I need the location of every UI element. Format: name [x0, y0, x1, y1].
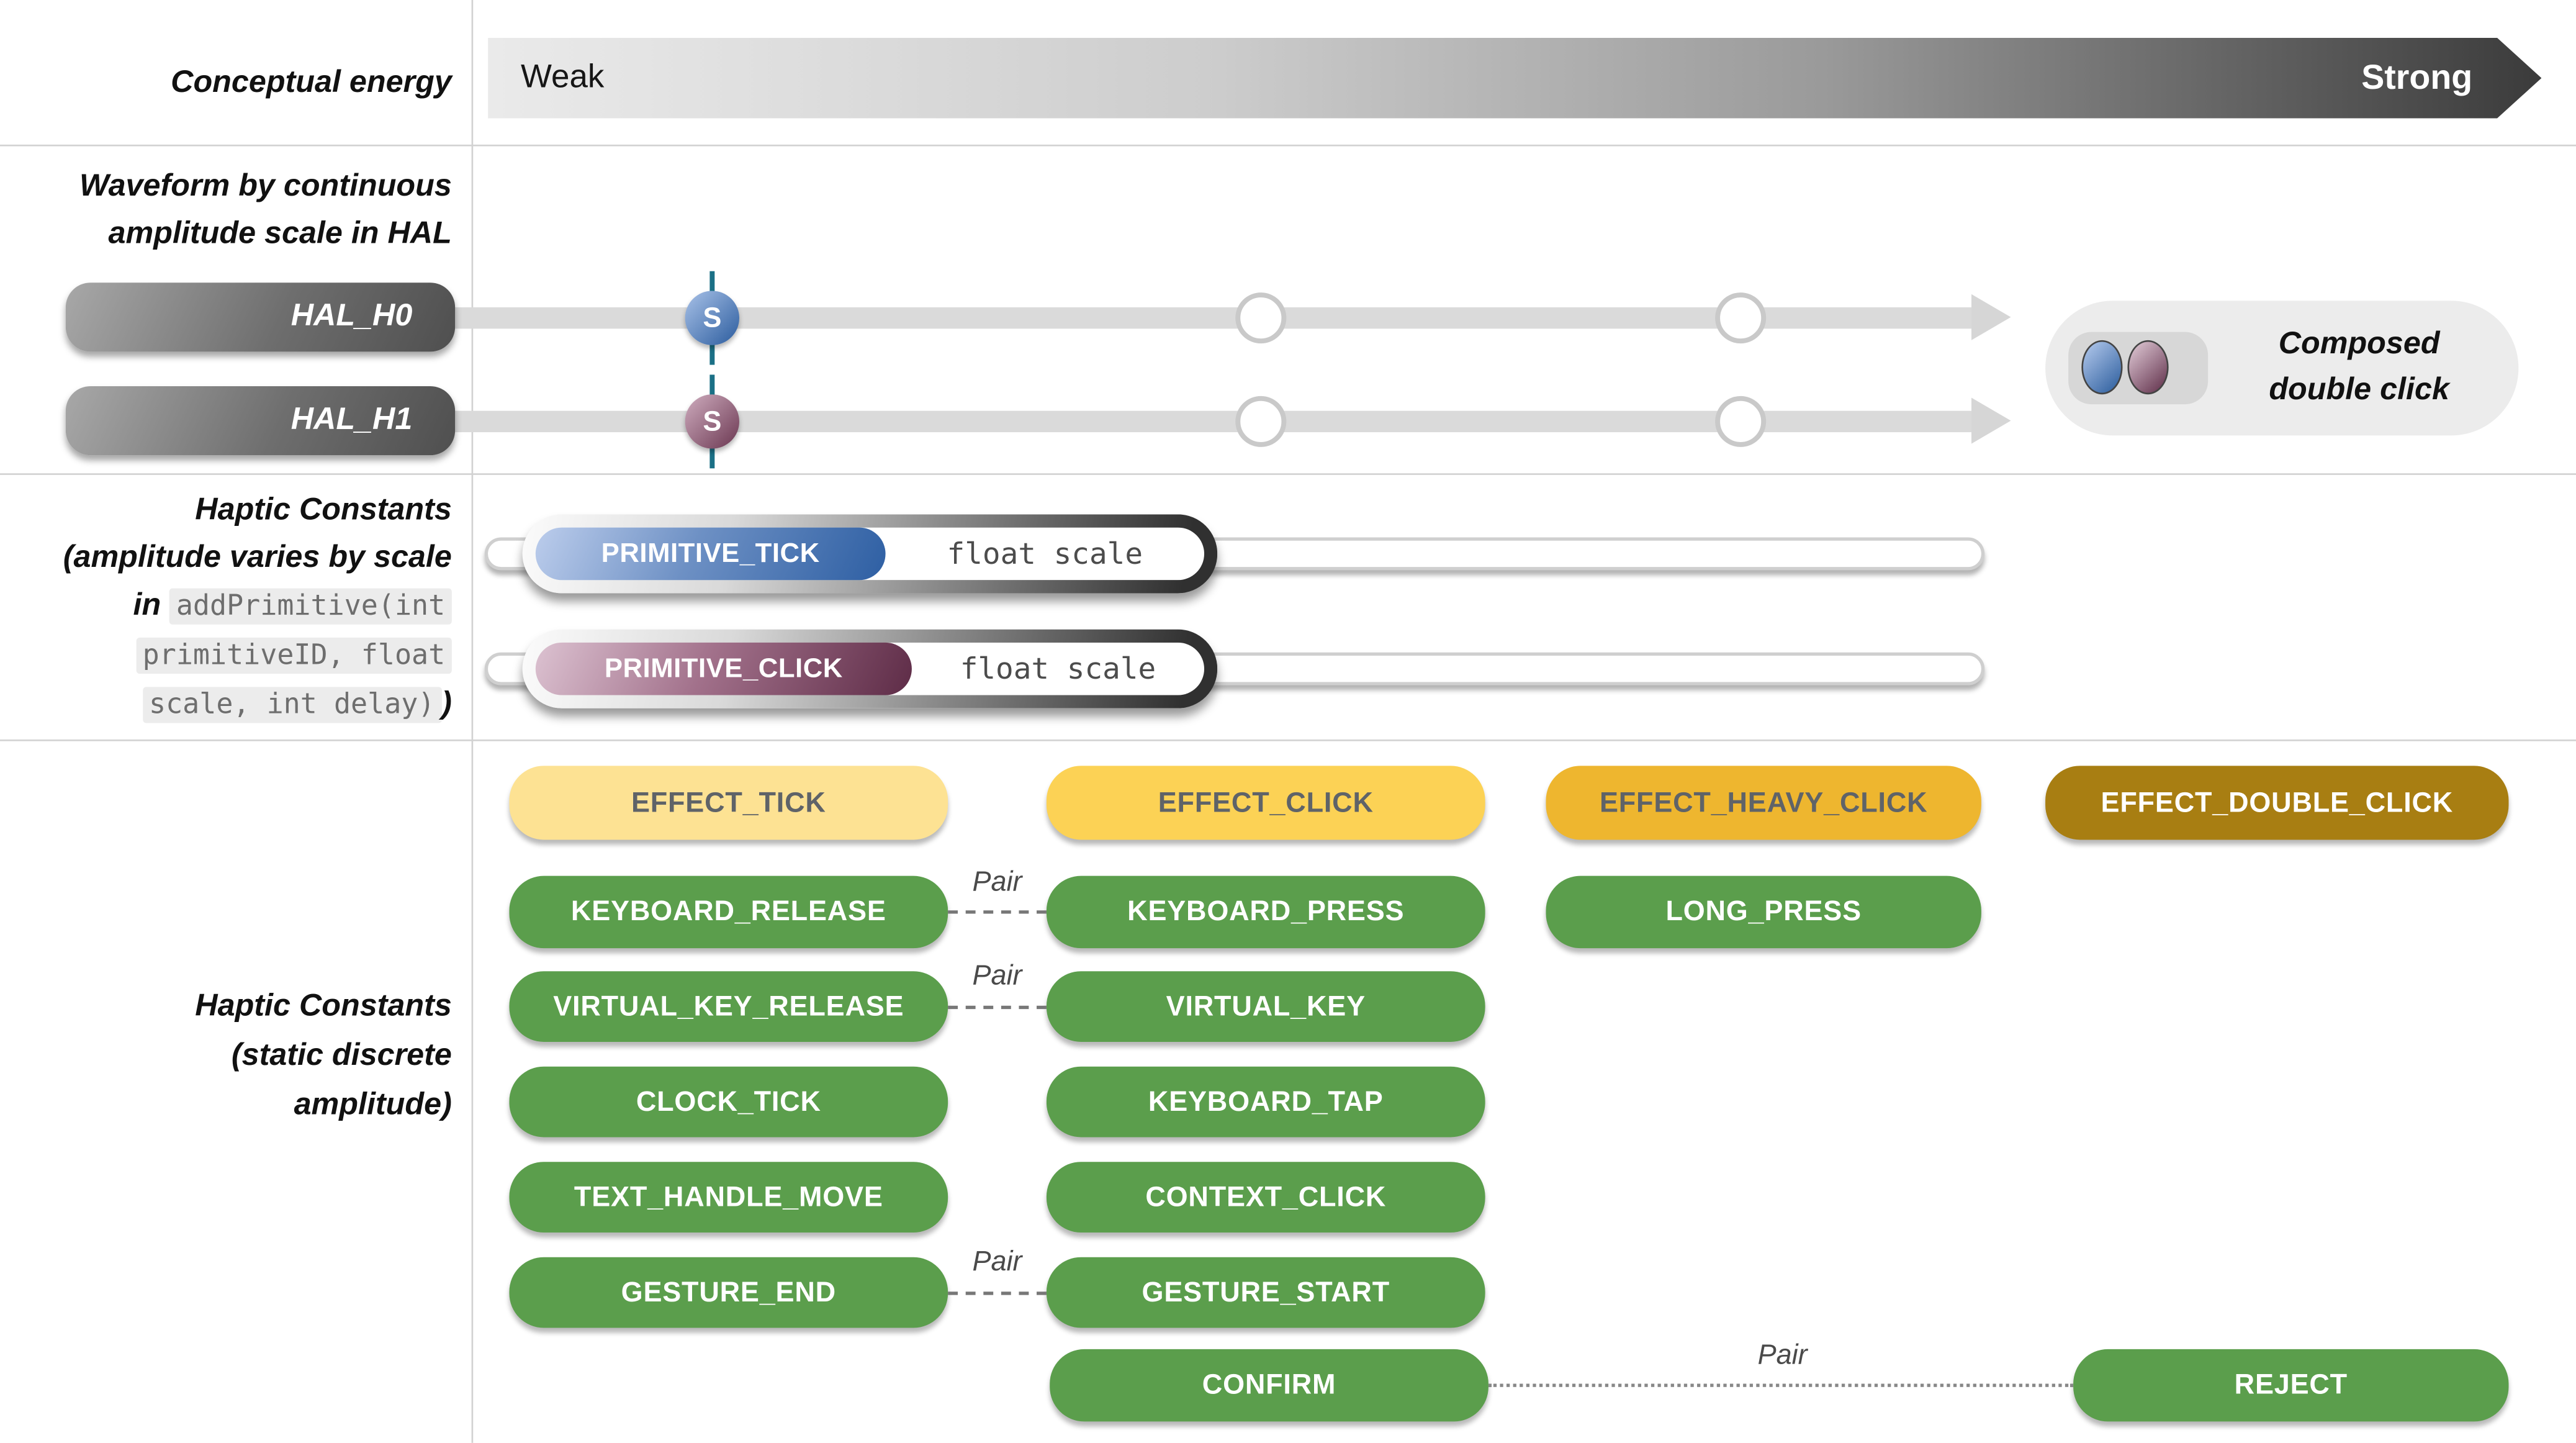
constants-label: Haptic Constants (static discrete amplit…: [0, 983, 452, 1131]
pair-line-confirm-reject: [1488, 1383, 2074, 1387]
h0-scale-marker: S: [685, 291, 740, 345]
pair-line-gesture: [948, 1291, 1047, 1295]
virtual-key-pill: VIRTUAL_KEY: [1046, 971, 1485, 1042]
primitive-click-param: float scale: [960, 651, 1156, 686]
keyboard-release-pill: KEYBOARD_RELEASE: [509, 875, 948, 949]
composed-label-line1: Composed: [2278, 327, 2440, 362]
hal-h0-arrowhead: [1971, 294, 2011, 340]
primitives-label-line2: (amplitude varies by scale: [63, 540, 452, 576]
primitives-label: Haptic Constants (amplitude varies by sc…: [0, 486, 452, 730]
code-line2: primitiveID, float: [136, 637, 452, 674]
composed-double-click-card: Composed double click: [2045, 301, 2519, 436]
h1-empty-node-1: [1235, 396, 1287, 447]
section-divider-3: [0, 740, 2576, 741]
waveform-label-line2: amplitude scale in HAL: [108, 217, 452, 251]
section-divider-1: [0, 144, 2576, 147]
waveform-label-line1: Waveform by continuous: [79, 169, 452, 204]
primitive-tick-pill: PRIMITIVE_TICK: [535, 527, 886, 581]
h0-empty-node-1: [1235, 292, 1287, 344]
primitives-label-line5: scale, int delay)): [0, 681, 452, 730]
primitives-label-line1: Haptic Constants: [195, 493, 452, 528]
composed-waveform-box: [2068, 332, 2209, 405]
effect-tick-pill: EFFECT_TICK: [509, 766, 948, 840]
composed-tick-dot-icon: [2081, 340, 2123, 395]
primitive-click-pill: PRIMITIVE_CLICK: [535, 642, 912, 695]
h0-empty-node-2: [1715, 292, 1767, 344]
keyboard-tap-pill: KEYBOARD_TAP: [1046, 1066, 1485, 1138]
reject-pill: REJECT: [2073, 1349, 2509, 1422]
keyboard-press-pill: KEYBOARD_PRESS: [1046, 875, 1485, 949]
primitive-tick-param: float scale: [947, 536, 1143, 571]
primitives-label-line4: primitiveID, float: [0, 631, 452, 680]
energy-gradient-bar: Weak Strong: [488, 38, 2541, 119]
hal-h1-pill: HAL_H1: [65, 386, 456, 456]
h1-empty-node-2: [1715, 396, 1767, 447]
primitives-label-line3: in addPrimitive(int: [0, 582, 452, 631]
pair-label-virtual-key: Pair: [972, 959, 1022, 991]
column-divider: [471, 0, 474, 1443]
composed-click-dot-icon: [2127, 340, 2169, 395]
pair-line-keyboard: [948, 910, 1047, 914]
in-word: in: [133, 588, 161, 623]
pair-label-keyboard: Pair: [972, 866, 1022, 898]
clock-tick-pill: CLOCK_TICK: [509, 1066, 948, 1138]
virtual-key-release-pill: VIRTUAL_KEY_RELEASE: [509, 971, 948, 1042]
code-line1: addPrimitive(int: [169, 588, 452, 625]
pair-label-gesture: Pair: [972, 1246, 1022, 1277]
context-click-pill: CONTEXT_CLICK: [1046, 1162, 1485, 1233]
code-line3: scale, int delay): [142, 687, 442, 723]
waveform-label: Waveform by continuous amplitude scale i…: [0, 163, 452, 258]
constants-label-line1: Haptic Constants: [195, 989, 452, 1024]
composed-label: Composed double click: [2218, 322, 2500, 414]
gesture-end-pill: GESTURE_END: [509, 1257, 948, 1328]
hal-h1-arrowhead: [1971, 397, 2011, 444]
h1-scale-marker: S: [685, 394, 740, 449]
primitive-click-slider-thumb: PRIMITIVE_CLICK float scale: [523, 630, 1218, 708]
effect-click-pill: EFFECT_CLICK: [1046, 766, 1485, 840]
conceptual-energy-label: Conceptual energy: [171, 65, 452, 101]
constants-label-line2: (static discrete: [231, 1038, 452, 1074]
text-handle-move-pill: TEXT_HANDLE_MOVE: [509, 1162, 948, 1233]
strong-label: Strong: [2361, 59, 2473, 97]
section-divider-2: [0, 473, 2576, 475]
composed-label-line2: double click: [2269, 373, 2449, 408]
constants-label-line3: amplitude): [294, 1088, 452, 1123]
weak-label: Weak: [520, 59, 605, 96]
pair-line-virtual-key: [948, 1005, 1047, 1010]
effect-double-click-pill: EFFECT_DOUBLE_CLICK: [2045, 766, 2509, 840]
primitive-tick-slider-thumb: PRIMITIVE_TICK float scale: [523, 514, 1218, 593]
close-paren: ): [441, 687, 452, 722]
gesture-start-pill: GESTURE_START: [1046, 1257, 1485, 1328]
hal-h0-pill: HAL_H0: [65, 283, 456, 352]
effect-heavy-click-pill: EFFECT_HEAVY_CLICK: [1546, 766, 1981, 840]
pair-label-confirm-reject: Pair: [1757, 1339, 1808, 1371]
long-press-pill: LONG_PRESS: [1546, 875, 1981, 949]
confirm-pill: CONFIRM: [1050, 1349, 1488, 1422]
